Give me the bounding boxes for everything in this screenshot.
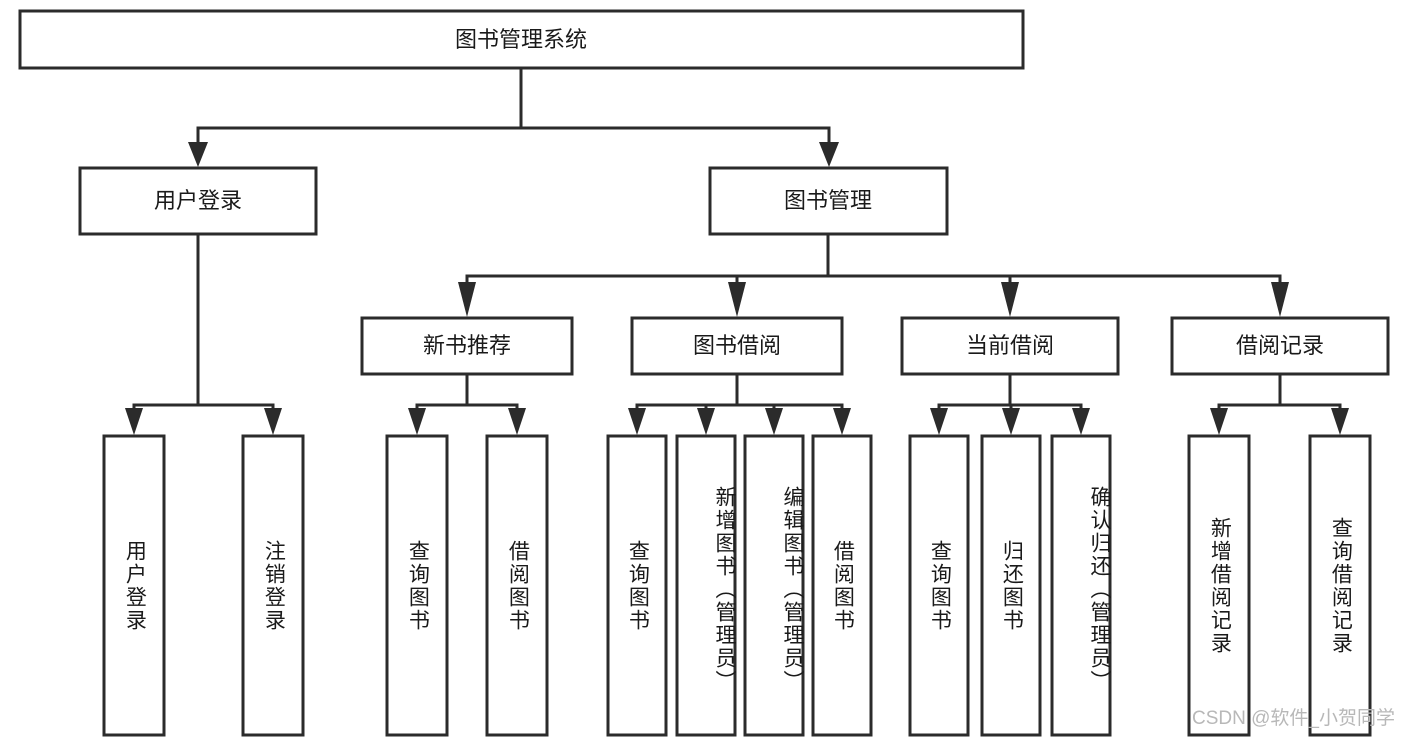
node-new-book-recommend[interactable]: 新书推荐 bbox=[360, 316, 574, 376]
node-book-borrow-label: 图书借阅 bbox=[693, 333, 781, 358]
arrow-to-new-book-recommend bbox=[458, 282, 476, 317]
node-new-book-recommend-box[interactable] bbox=[360, 316, 574, 376]
node-root-label: 图书管理系统 bbox=[455, 27, 587, 52]
leaf-box-edit-book-admin[interactable] bbox=[743, 434, 805, 737]
connector-new-book-recommend-to-leaves bbox=[408, 372, 526, 435]
leaf-box-query-borrow-record[interactable] bbox=[1308, 434, 1372, 737]
node-current-borrow-label: 当前借阅 bbox=[966, 333, 1054, 358]
node-current-borrow-box[interactable] bbox=[900, 316, 1120, 376]
connector-borrow-record-to-leaves bbox=[1210, 372, 1349, 435]
arrow-to-book-management bbox=[819, 142, 839, 167]
node-book-management[interactable]: 图书管理 bbox=[708, 166, 949, 236]
node-book-management-label: 图书管理 bbox=[784, 188, 872, 213]
arrow-to-leaf-edit-book-admin bbox=[765, 408, 783, 435]
arrow-to-leaf-user-login bbox=[125, 408, 143, 435]
connector-user-login-to-leaves bbox=[125, 232, 282, 435]
arrow-to-book-borrow bbox=[728, 282, 746, 317]
arrow-to-user-login bbox=[188, 142, 208, 167]
leaf-box-query-book-borrow[interactable] bbox=[606, 434, 668, 737]
connector-book-borrow-to-leaves bbox=[628, 372, 851, 435]
arrow-to-leaf-add-borrow-record bbox=[1210, 408, 1228, 435]
leaf-box-query-book-rec[interactable] bbox=[385, 434, 449, 737]
node-root[interactable]: 图书管理系统 bbox=[18, 9, 1025, 70]
node-current-borrow[interactable]: 当前借阅 bbox=[900, 316, 1120, 376]
arrow-to-borrow-record bbox=[1271, 282, 1289, 317]
node-user-login-box[interactable] bbox=[78, 166, 318, 236]
arrow-to-current-borrow bbox=[1001, 282, 1019, 317]
arrow-to-leaf-query-book-borrow bbox=[628, 408, 646, 435]
csdn-watermark: CSDN @软件_小贺同学 bbox=[1192, 708, 1395, 729]
connector-root-to-level2 bbox=[188, 66, 839, 167]
leaf-box-query-book-current[interactable] bbox=[908, 434, 970, 737]
node-user-login-label: 用户登录 bbox=[154, 188, 242, 213]
node-root-box[interactable] bbox=[18, 9, 1025, 70]
arrow-to-leaf-return-book bbox=[1002, 408, 1020, 435]
node-new-book-recommend-label: 新书推荐 bbox=[423, 333, 511, 358]
arrow-to-leaf-borrow-book-rec bbox=[508, 408, 526, 435]
connector-current-borrow-to-leaves bbox=[930, 372, 1090, 435]
arrow-to-leaf-query-borrow-record bbox=[1331, 408, 1349, 435]
connector-book-management-to-level3 bbox=[458, 232, 1289, 317]
leaf-box-add-book-admin[interactable] bbox=[675, 434, 737, 737]
arrow-to-leaf-borrow-book bbox=[833, 408, 851, 435]
leaf-box-add-borrow-record[interactable] bbox=[1187, 434, 1251, 737]
node-borrow-record[interactable]: 借阅记录 bbox=[1170, 316, 1390, 376]
leaf-box-borrow-book-rec[interactable] bbox=[485, 434, 549, 737]
node-borrow-record-label: 借阅记录 bbox=[1236, 333, 1324, 358]
arrow-to-leaf-add-book-admin bbox=[697, 408, 715, 435]
arrow-to-leaf-query-book-rec bbox=[408, 408, 426, 435]
leaf-box-confirm-return-admin[interactable] bbox=[1050, 434, 1112, 737]
arrow-to-leaf-query-book-current bbox=[930, 408, 948, 435]
node-book-borrow[interactable]: 图书借阅 bbox=[630, 316, 844, 376]
arrow-to-leaf-confirm-return-admin bbox=[1072, 408, 1090, 435]
arrow-to-leaf-logout bbox=[264, 408, 282, 435]
leaf-box-user-login[interactable] bbox=[102, 434, 166, 737]
node-user-login[interactable]: 用户登录 bbox=[78, 166, 318, 236]
leaf-box-borrow-book[interactable] bbox=[811, 434, 873, 737]
leaf-box-return-book[interactable] bbox=[980, 434, 1042, 737]
leaf-box-logout[interactable] bbox=[241, 434, 305, 737]
